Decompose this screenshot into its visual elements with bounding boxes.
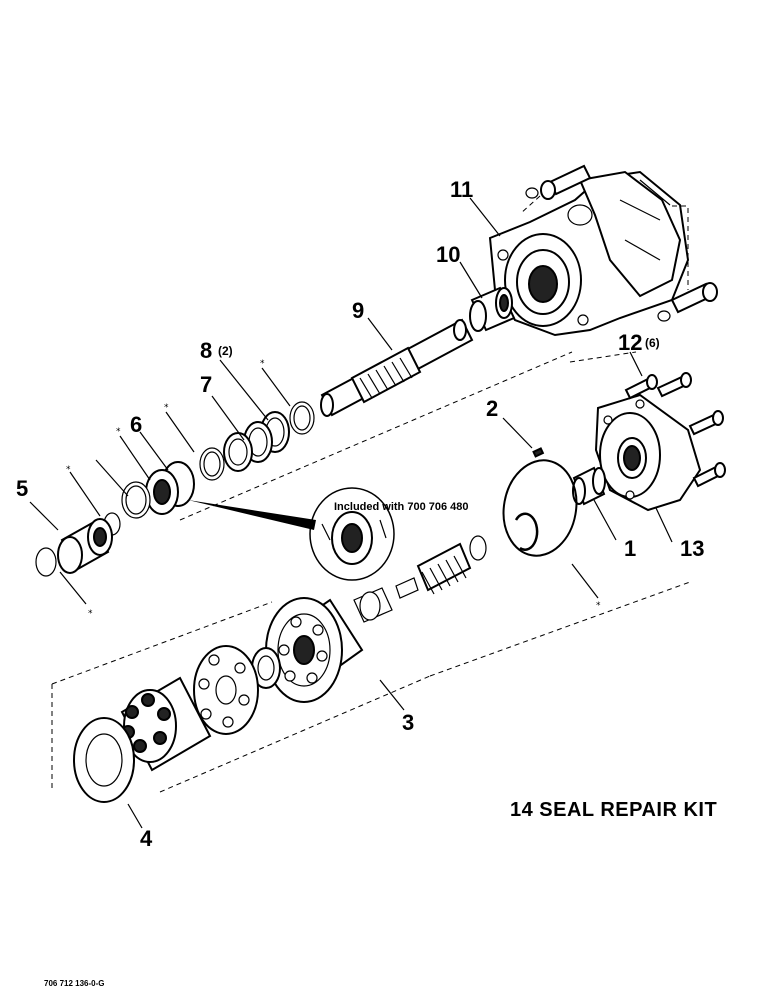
bolt-leader-upper <box>519 195 541 215</box>
callout-12: 12 <box>618 330 642 355</box>
callout-9: 9 <box>352 298 364 323</box>
callout-labels: 11 10 9 8 (2) 7 6 5 2 12 (6) 1 13 3 4 <box>16 177 704 851</box>
snap-ring-upper <box>289 401 315 435</box>
seal-kit-star: * <box>164 403 169 413</box>
callout-4: 4 <box>140 826 153 851</box>
snap-ring-lower <box>35 547 57 577</box>
rotating-group-part-3 <box>120 535 487 772</box>
leader-lines <box>29 197 673 829</box>
spline-coupler-part-5 <box>57 518 113 574</box>
valve-plate-part-4 <box>73 717 135 803</box>
bearing-part-6 <box>145 461 195 515</box>
callout-2: 2 <box>486 396 498 421</box>
seal-kit-markers: * * * * * * <box>66 359 601 619</box>
callout-13: 13 <box>680 536 704 561</box>
callout-7: 7 <box>200 372 212 397</box>
shaft-part-9 <box>320 318 474 417</box>
pin-part-2 <box>532 447 545 458</box>
retaining-ring <box>514 512 539 551</box>
seal-kit-star: * <box>66 465 71 475</box>
housing-bolt-lower <box>657 282 718 322</box>
callout-8: 8 <box>200 338 212 363</box>
bearing-part-10 <box>469 286 516 332</box>
document-number: 706 712 136-0-G <box>44 979 105 988</box>
seal-kit-star: * <box>88 609 93 619</box>
inset-pointer <box>188 500 316 530</box>
callout-11: 11 <box>450 177 473 202</box>
snap-ring-mid <box>121 481 151 519</box>
washer-upper <box>199 447 225 481</box>
callout-8-qty: (2) <box>218 344 233 358</box>
bolt-part-12-group <box>624 372 726 488</box>
callout-12-qty: (6) <box>645 336 660 350</box>
seal-kit-star: * <box>260 359 265 369</box>
callout-10: 10 <box>436 242 460 267</box>
ring-part-7 <box>223 432 253 472</box>
inset-detail <box>188 487 395 581</box>
end-cap-part-13 <box>594 393 702 512</box>
callout-6: 6 <box>130 412 142 437</box>
seal-repair-kit-label: 14 SEAL REPAIR KIT <box>510 799 717 821</box>
housing-bolt-upper <box>525 164 592 200</box>
inset-note: Included with 700 706 480 <box>334 501 469 513</box>
large-o-ring <box>502 459 578 557</box>
assembly-lines <box>51 205 691 793</box>
callout-5: 5 <box>16 476 28 501</box>
seal-kit-star: * <box>116 427 121 437</box>
callout-3: 3 <box>402 710 414 735</box>
bearing-part-1 <box>572 466 606 506</box>
callout-1: 1 <box>624 536 636 561</box>
seal-kit-star: * <box>596 601 601 611</box>
housing-part-11 <box>488 170 690 337</box>
